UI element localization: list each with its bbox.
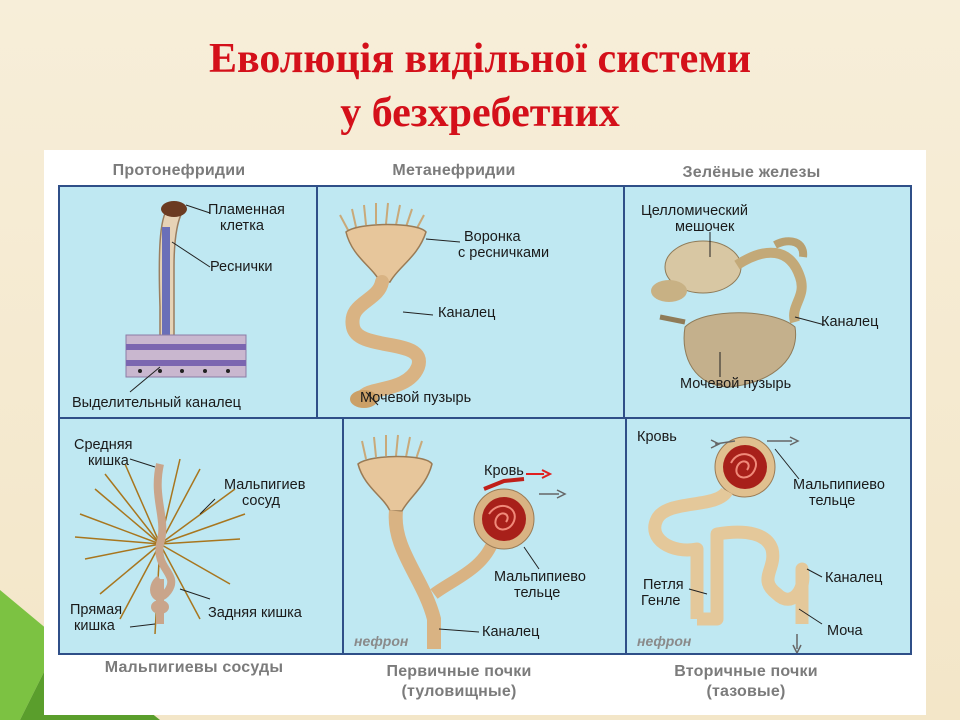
label-urine: Моча	[827, 623, 863, 639]
panel-protonephridia: Пламенная клетка Реснички Выделительный …	[58, 185, 318, 419]
caption-secondary-kidneys: Вторичные почки	[674, 663, 818, 680]
panel-primary-kidneys: Кровь Мальпипиево тельце Каналец нефрон	[342, 417, 627, 655]
label-henle-loop-1: Петля	[643, 577, 684, 593]
title-line-1: Еволюція видільної системи	[208, 36, 752, 82]
secondary-nephron-illustration	[648, 436, 823, 653]
label-malpighian-vessel-2: сосуд	[242, 493, 280, 509]
label-coelomic-sac-1: Целломический	[641, 203, 748, 219]
label-malpighian-body-6-1: Мальпипиево	[793, 477, 885, 493]
label-canal-6: Каналец	[825, 570, 883, 586]
panel-green-glands: Целломический мешочек Каналец Мочевой пу…	[623, 185, 912, 419]
label-canal-2: Каналец	[438, 305, 496, 321]
label-midgut-2: кишка	[88, 453, 129, 469]
caption-metanephridia: Метанефридии	[392, 162, 516, 179]
primary-nephron-illustration	[357, 434, 567, 649]
label-excretory-canal: Выделительный каналец	[72, 395, 241, 411]
label-rectum-2: кишка	[74, 618, 115, 634]
label-bladder-2: Мочевой пузырь	[360, 390, 472, 406]
metanephridium-illustration	[339, 202, 461, 408]
label-flame-cell-2: клетка	[220, 218, 264, 234]
label-malpighian-vessel-1: Мальпигиев	[224, 477, 306, 493]
caption-secondary-kidneys-sub: (тазовые)	[706, 683, 786, 700]
label-coelomic-sac-2: мешочек	[675, 219, 735, 235]
label-hindgut: Задняя кишка	[208, 605, 302, 621]
label-malpighian-body-6-2: тельце	[809, 493, 856, 509]
label-rectum-1: Прямая	[70, 602, 123, 618]
slide-title: Еволюція видільної системи у безхребетни…	[0, 32, 960, 140]
caption-primary-kidneys: Первичные почки	[386, 663, 532, 680]
label-nephron-5: нефрон	[354, 633, 409, 649]
label-bladder-3: Мочевой пузырь	[680, 376, 792, 392]
label-blood-5: Кровь	[484, 463, 524, 479]
diagram-figure: Протонефридии Метанефридии Зелёные желез…	[44, 150, 926, 715]
label-malpighian-body-5-2: тельце	[514, 585, 561, 601]
label-cilia: Реснички	[210, 259, 273, 275]
label-nephron-6: нефрон	[637, 633, 692, 649]
title-line-2: у безхребетних	[340, 90, 620, 136]
label-funnel-1: Воронка	[464, 229, 521, 245]
panel-secondary-kidneys: Кровь Мальпипиево тельце Петля Генле Кан…	[625, 417, 912, 655]
label-flame-cell-1: Пламенная	[208, 202, 285, 218]
malpighian-illustration	[74, 458, 246, 635]
panel-malpighian: Средняя кишка Мальпигиев сосуд Прямая ки…	[58, 417, 344, 655]
label-blood-6: Кровь	[637, 429, 677, 445]
caption-protonephridia: Протонефридии	[112, 162, 246, 179]
label-funnel-2: с ресничками	[458, 245, 550, 261]
label-canal-3: Каналец	[821, 314, 879, 330]
label-malpighian-body-5-1: Мальпипиево	[494, 569, 586, 585]
caption-green-glands: Зелёные железы	[682, 164, 821, 181]
green-gland-illustration	[651, 232, 826, 388]
caption-primary-kidneys-sub: (туловищные)	[401, 683, 517, 700]
caption-malpighian-tubules: Мальпигиевы сосуды	[104, 659, 284, 676]
protonephridium-illustration	[125, 201, 247, 393]
label-midgut-1: Средняя	[74, 437, 133, 453]
label-henle-loop-2: Генле	[641, 593, 681, 609]
label-canal-5: Каналец	[482, 624, 540, 640]
panel-metanephridia: Воронка с ресничками Каналец Мочевой пуз…	[316, 185, 625, 419]
